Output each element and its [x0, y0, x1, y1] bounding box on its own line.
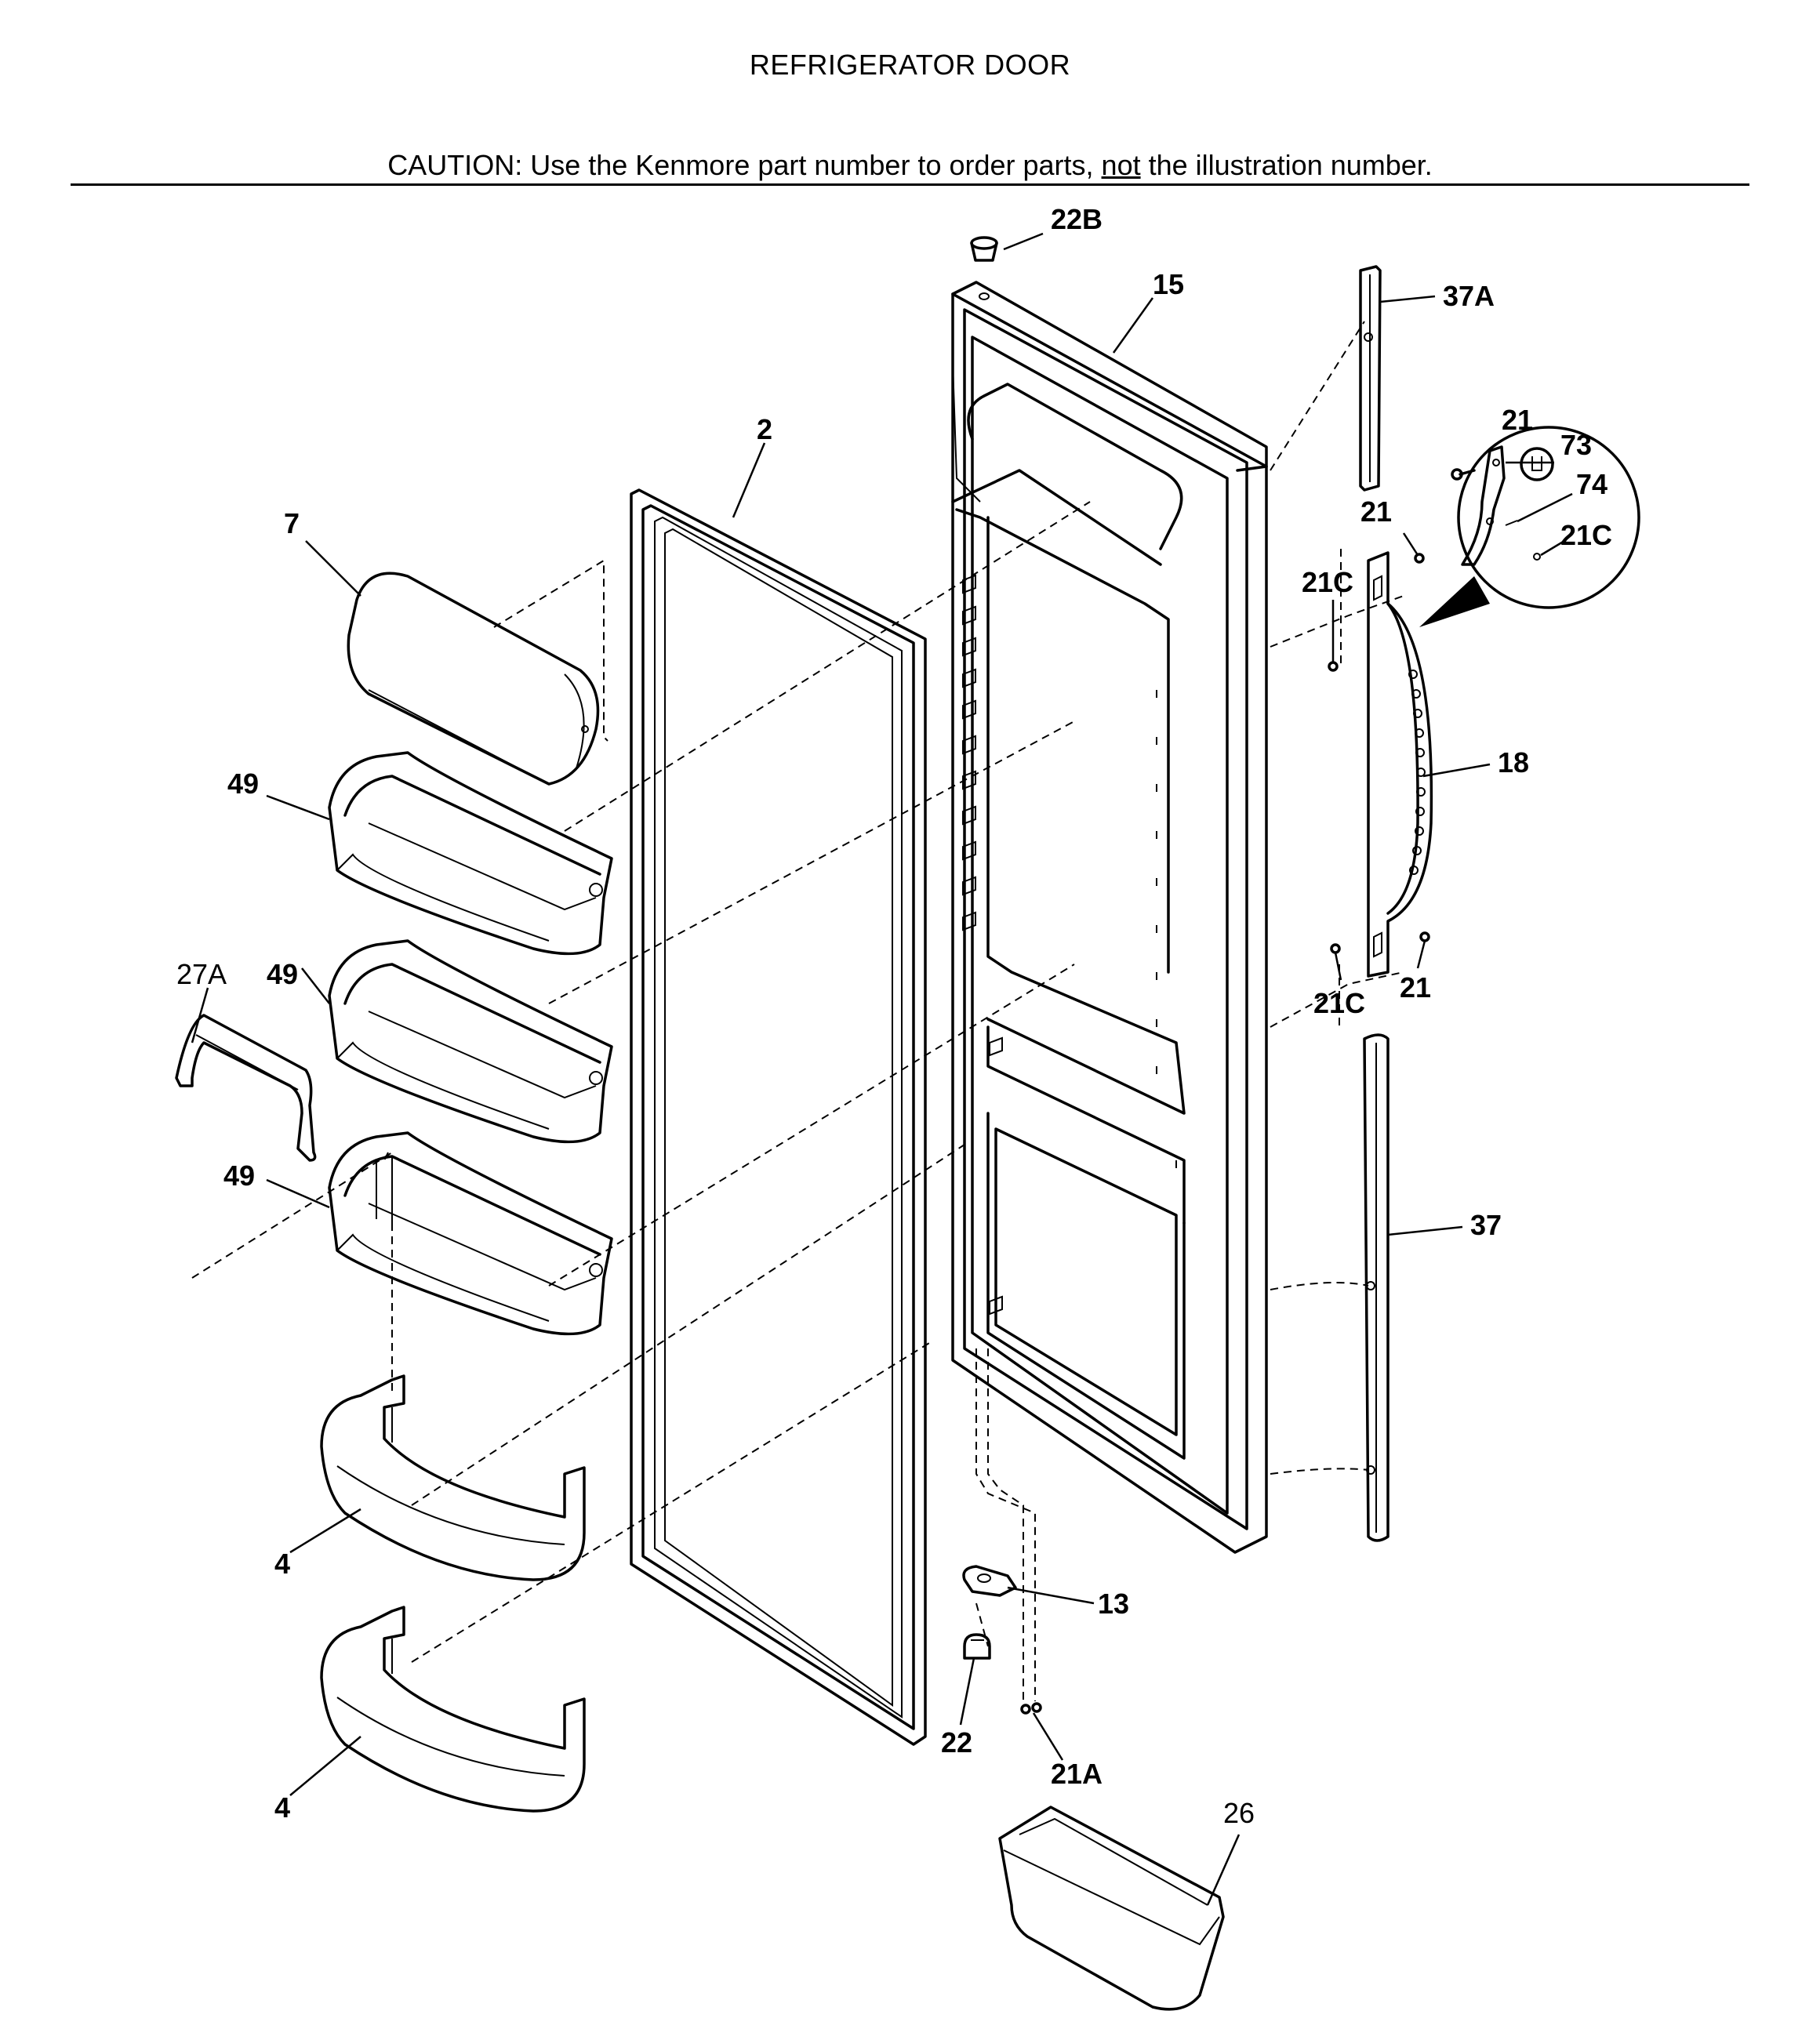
caution-text-end: the illustration number.: [1140, 149, 1433, 181]
header-rule: [71, 183, 1749, 186]
handle-grip-ridges: [1408, 670, 1426, 875]
callout-37A: 37A: [1443, 280, 1495, 312]
bin-part-26: [998, 1806, 1225, 2011]
door-liner-part-15: [951, 281, 1268, 1554]
door-bin-part-4-lower: [320, 1606, 586, 1813]
door-bin-part-49-top: [328, 751, 613, 956]
callout-37: 37: [1470, 1209, 1502, 1241]
callout-4-upper: 4: [274, 1548, 290, 1580]
hinge-bushing-part-22B: [970, 236, 998, 300]
detail-inset: [1419, 426, 1640, 627]
handle-part-18: [1367, 551, 1433, 978]
caution-emphasis: not: [1101, 149, 1141, 181]
leader-lines: [191, 232, 1573, 1906]
callout-15: 15: [1153, 268, 1184, 300]
dairy-bin-part-7: [347, 572, 600, 786]
trim-part-37: [1363, 1033, 1390, 1542]
callout-7: 7: [284, 507, 300, 539]
handle-screws: [1328, 553, 1430, 954]
hinge-bracket-part-13: [962, 1565, 1017, 1597]
page-title: REFRIGERATOR DOOR: [749, 49, 1071, 81]
door-bin-part-49-bottom: [328, 1131, 613, 1336]
screws-part-21A: [1020, 1702, 1042, 1715]
callout-74: 74: [1576, 468, 1607, 500]
callout-18: 18: [1498, 746, 1529, 779]
callout-49-middle: 49: [267, 958, 298, 990]
assembly-lines: [191, 321, 1404, 1701]
callout-49-top: 49: [227, 768, 259, 800]
right-rail-notches: [1156, 690, 1177, 1356]
door-gasket-part-2: [630, 488, 927, 1746]
callout-21C-inset: 21C: [1560, 519, 1612, 551]
caution-text-start: CAUTION: Use the Kenmore part number to …: [387, 149, 1102, 181]
callout-21A: 21A: [1051, 1758, 1103, 1790]
callout-26: 26: [1223, 1797, 1255, 1829]
callout-21-upper: 21: [1360, 495, 1392, 528]
callout-21C-lower: 21C: [1313, 987, 1365, 1019]
trim-part-37A: [1359, 265, 1382, 492]
caution-note: CAUTION: Use the Kenmore part number to …: [71, 149, 1749, 182]
callout-labels: 22B 15 37A 2 21 73 74 21C 7 21 21C 49 18…: [176, 203, 1612, 1829]
callout-49-bottom: 49: [223, 1160, 255, 1192]
shelf-rail-notches: [962, 574, 1003, 1316]
callout-13: 13: [1098, 1588, 1129, 1620]
callout-21-lower: 21: [1400, 971, 1431, 1004]
door-bin-part-49-middle: [328, 939, 613, 1144]
callout-27A: 27A: [176, 958, 227, 990]
door-bin-part-4-upper: [320, 1374, 586, 1581]
hinge-pin-part-22: [963, 1633, 991, 1660]
callout-22: 22: [941, 1726, 972, 1758]
callout-21C-upper: 21C: [1302, 566, 1353, 598]
callout-21-inset: 21: [1502, 404, 1533, 436]
callout-73: 73: [1560, 429, 1592, 461]
bin-retainer-part-27A: [175, 1014, 317, 1162]
callout-2: 2: [757, 413, 772, 445]
callout-22B: 22B: [1051, 203, 1103, 235]
callout-4-lower: 4: [274, 1791, 290, 1824]
